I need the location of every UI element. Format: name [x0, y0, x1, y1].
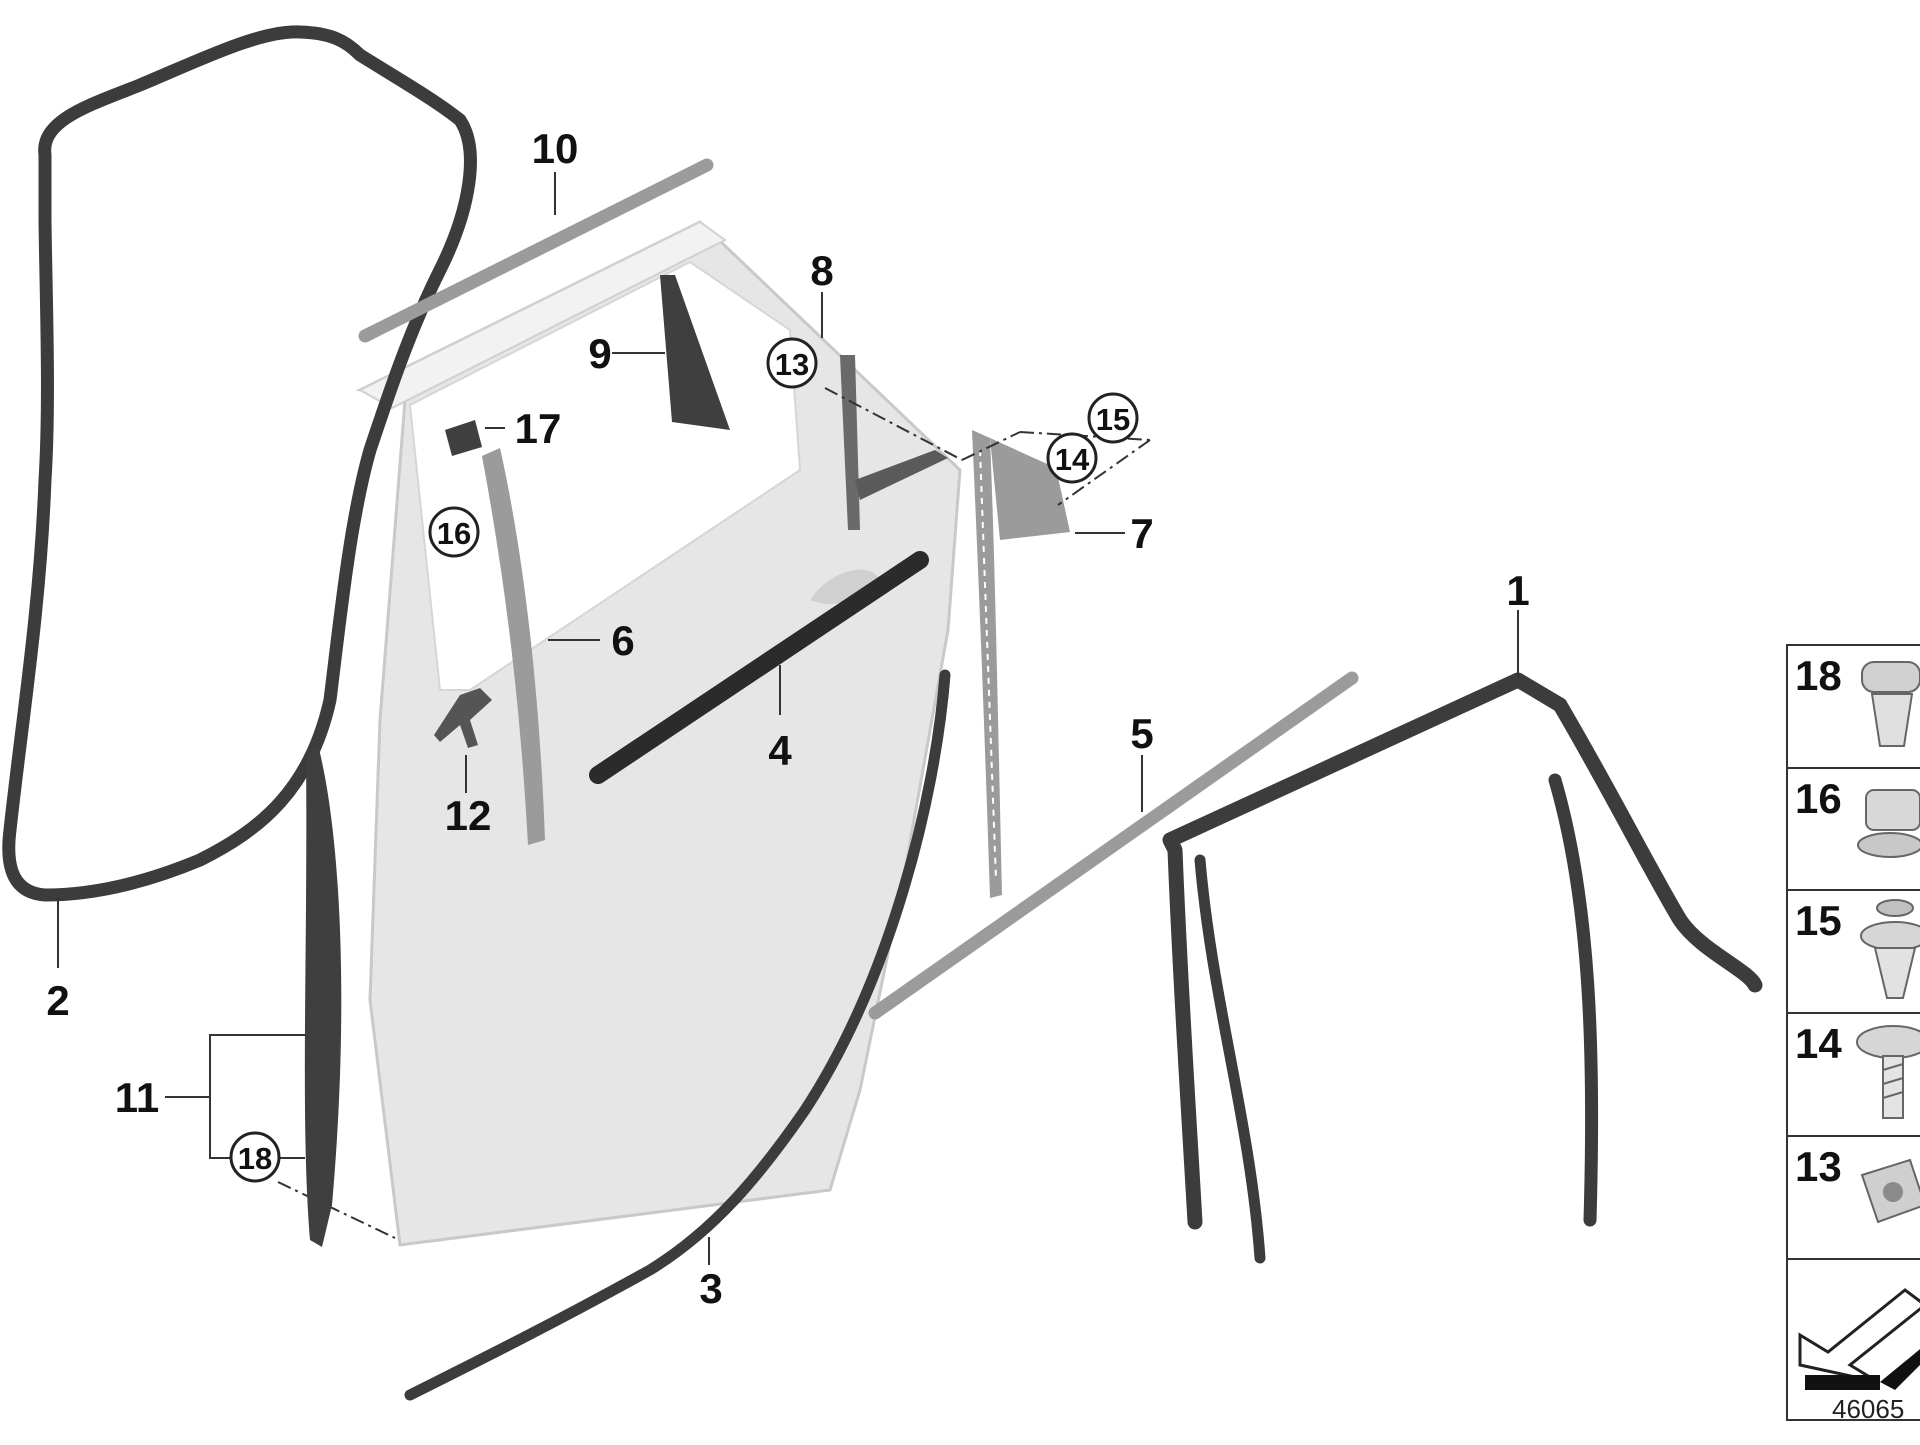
bracket-12 — [434, 688, 492, 748]
reference-number: 46065 — [1832, 1394, 1904, 1424]
panel-label-16: 16 — [1795, 775, 1842, 822]
circled-callout-16: 16 — [428, 506, 480, 558]
c-pillar-trim — [972, 430, 1070, 898]
circled-callout-15: 15 — [1087, 392, 1139, 444]
panel-label-18: 18 — [1795, 652, 1842, 699]
callout-1: 1 — [1506, 567, 1529, 614]
panel-label-13: 13 — [1795, 1143, 1842, 1190]
outer-trim-strip — [868, 671, 1359, 1020]
panel-label-15: 15 — [1795, 897, 1842, 944]
clip-nut-icon — [1860, 1158, 1920, 1224]
callout-7: 7 — [1130, 510, 1153, 557]
push-rivet-icon — [1860, 899, 1920, 999]
lower-door-seal — [404, 669, 951, 1401]
callout-10: 10 — [532, 125, 579, 172]
callout-8: 8 — [810, 247, 833, 294]
lower-seal-strip — [304, 745, 342, 1247]
callout-3: 3 — [699, 1265, 722, 1312]
callout-labels: 1 2 3 4 5 6 7 8 9 10 11 12 17 — [46, 125, 1529, 1312]
roof-trim-strip — [358, 158, 714, 343]
circled-callouts: 13 14 15 16 18 — [229, 337, 1139, 1183]
callout-11: 11 — [115, 1074, 159, 1121]
callout-9: 9 — [588, 330, 611, 377]
callout-2: 2 — [46, 977, 69, 1024]
svg-text:15: 15 — [1096, 402, 1130, 437]
triangle-trim — [660, 275, 730, 430]
window-guide-rail — [840, 355, 948, 530]
svg-text:14: 14 — [1055, 442, 1090, 477]
circled-callout-13: 13 — [766, 337, 818, 389]
panel-label-14: 14 — [1795, 1020, 1842, 1067]
view-direction-arrow-icon — [1798, 1288, 1920, 1390]
clip-icon — [1861, 661, 1920, 747]
callout-4: 4 — [768, 727, 792, 774]
pad-17 — [445, 420, 482, 456]
svg-text:18: 18 — [238, 1141, 272, 1176]
window-frame-seal — [1162, 672, 1763, 1264]
screw-icon — [1856, 1025, 1920, 1119]
b-pillar-trim — [482, 448, 545, 845]
callout-17: 17 — [515, 405, 562, 452]
callout-12: 12 — [445, 792, 492, 839]
fastener-panel-labels: 18 16 15 14 13 — [1795, 652, 1842, 1190]
svg-text:13: 13 — [775, 347, 809, 382]
svg-text:16: 16 — [437, 516, 471, 551]
circled-callout-14: 14 — [1046, 432, 1098, 484]
window-sill-seal — [589, 551, 929, 784]
expanding-nut-icon — [1857, 789, 1920, 858]
fastener-panel — [1786, 644, 1920, 1421]
callout-6: 6 — [611, 617, 634, 664]
callout-5: 5 — [1130, 710, 1153, 757]
assembly-leader-lines — [277, 387, 1151, 1239]
door-seal — [2, 25, 477, 902]
circled-callout-18: 18 — [229, 1131, 281, 1183]
